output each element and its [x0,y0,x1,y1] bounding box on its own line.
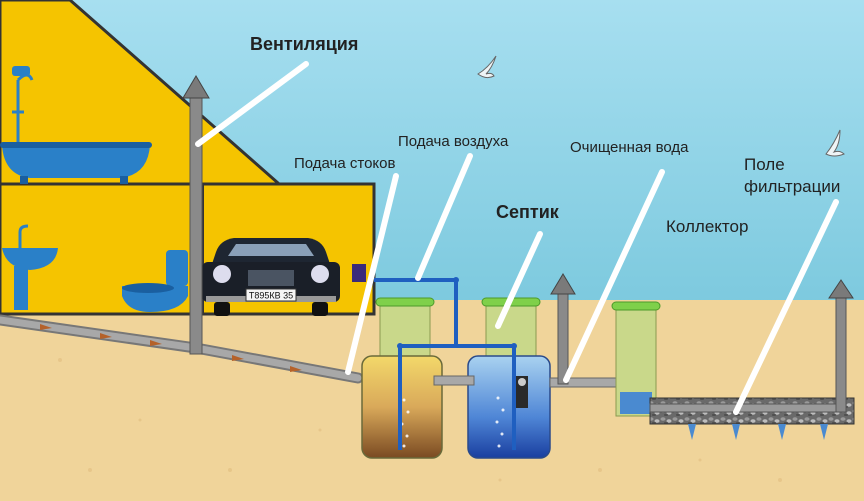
label-septic: Септик [496,202,560,222]
shower-icon [12,66,34,150]
filtration-field [649,279,855,440]
vent-pipe [182,75,210,355]
label-waste-supply: Подача стоков [294,155,396,172]
label-air-supply: Подача воздуха [398,133,509,150]
label-clean-water: Очищенная вода [570,139,689,156]
bathtub-icon [0,142,152,184]
check-valve [516,376,528,408]
license-plate [245,288,297,302]
leader-lines [195,61,839,415]
label-ventilation: Вентиляция [250,34,358,54]
septic-chamber-2 [467,297,551,459]
collector-well [611,301,661,417]
label-collector: Коллектор [666,217,748,236]
car-icon: Т895КВ 35 [202,238,340,316]
toilet-icon [122,250,188,312]
label-filtration-field-line1: Поле [744,155,785,174]
sink-icon [2,224,58,310]
transfer-pipe [433,375,475,386]
outlet-pipe [549,273,621,388]
license-plate-text: Т895КВ 35 [249,291,293,301]
seagull-icon [477,55,845,157]
label-filtration-field-line2: фильтрации [744,177,840,196]
